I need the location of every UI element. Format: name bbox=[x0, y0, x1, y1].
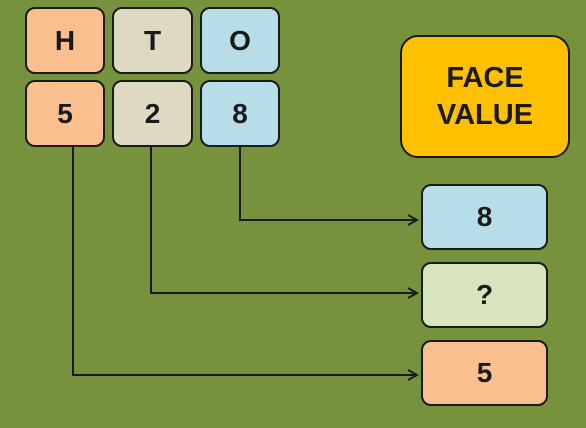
tens-face-value-box: ? bbox=[421, 262, 548, 328]
ones-arrow bbox=[239, 147, 417, 220]
ones-header: O bbox=[200, 7, 280, 74]
ones-face-value-box: 8 bbox=[421, 184, 548, 250]
face-value-title-line1: FACE bbox=[446, 62, 524, 95]
ones-digit: 8 bbox=[200, 80, 280, 147]
face-value-title: FACE VALUE bbox=[400, 35, 570, 158]
hundreds-arrow bbox=[72, 147, 417, 375]
hundreds-digit: 5 bbox=[25, 80, 105, 147]
hundreds-face-value-box: 5 bbox=[421, 340, 548, 406]
hundreds-header: H bbox=[25, 7, 105, 74]
tens-header: T bbox=[112, 7, 193, 74]
tens-digit: 2 bbox=[112, 80, 193, 147]
face-value-title-line2: VALUE bbox=[436, 98, 534, 131]
tens-arrow bbox=[150, 147, 417, 293]
